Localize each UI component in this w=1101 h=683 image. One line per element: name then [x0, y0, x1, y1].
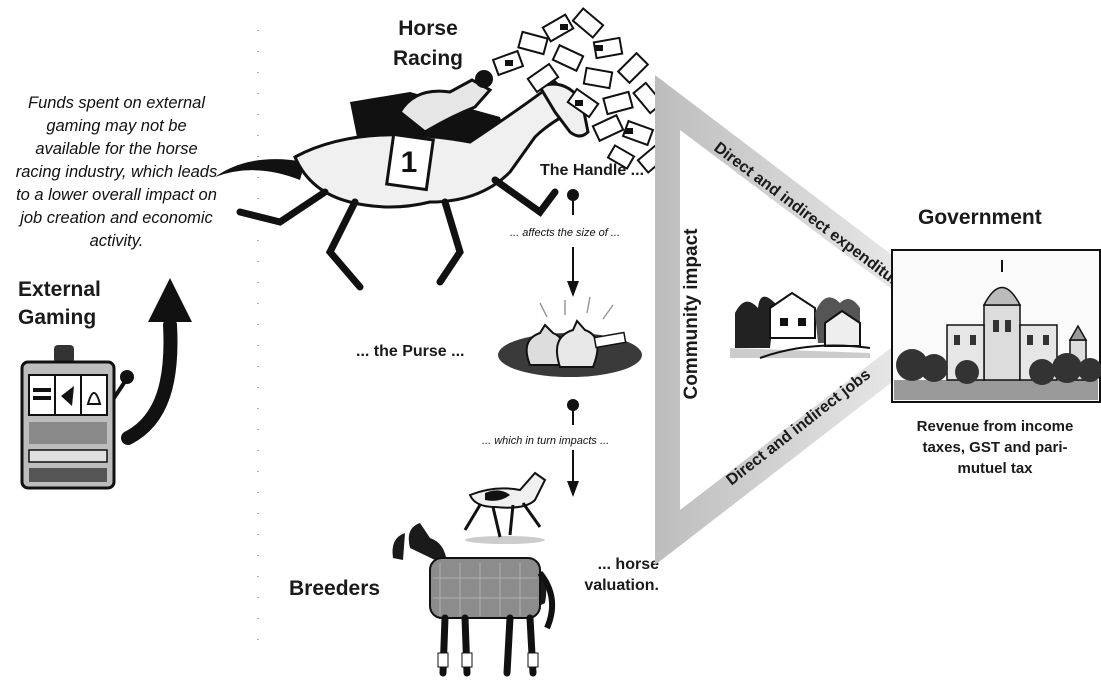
- purse-label: ... the Purse ...: [356, 342, 464, 362]
- breeder-horse-icon: [385, 518, 555, 683]
- government-building-icon: [892, 250, 1101, 405]
- impacts-label: ... which in turn impacts ...: [482, 434, 609, 448]
- handle-label: The Handle ...: [540, 161, 644, 181]
- revenue-label: Revenue from income taxes, GST and pari-…: [903, 416, 1087, 479]
- external-gaming-note: Funds spent on external gaming may not b…: [14, 92, 219, 253]
- saddle-cloth-number: 1: [394, 143, 424, 183]
- flow-arrow-handle-to-purse: [563, 185, 583, 305]
- breeders-label: Breeders: [289, 575, 380, 603]
- slot-machine-icon: [14, 340, 124, 490]
- government-label: Government: [918, 204, 1042, 232]
- purse-money-bags-icon: [495, 295, 655, 385]
- flow-arrow-purse-to-breeders: [563, 395, 583, 505]
- jobs-edge-label: Direct and indirect jobs: [706, 352, 892, 503]
- affects-label: ... affects the size of ...: [510, 226, 620, 240]
- village-icon: [730, 278, 870, 358]
- community-impact-label: Community impact: [680, 199, 704, 429]
- horse-valuation-label: ... horse valuation.: [557, 554, 659, 596]
